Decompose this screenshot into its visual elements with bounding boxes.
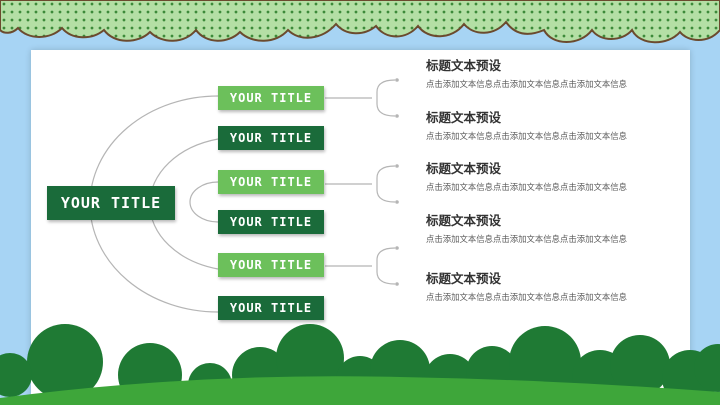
dotted-cloud <box>0 0 720 44</box>
text-block-1: 标题文本预设 点击添加文本信息点击添加文本信息点击添加文本信息 <box>426 58 636 91</box>
text-block-heading: 标题文本预设 <box>426 161 502 176</box>
bracket-dot <box>395 114 399 118</box>
bracket-dot <box>395 282 399 286</box>
main-title-box: YOUR TITLE <box>47 186 175 220</box>
bracket-1 <box>376 79 396 117</box>
text-block-3: 标题文本预设 点击添加文本信息点击添加文本信息点击添加文本信息 <box>426 161 636 194</box>
sub-title-box-6: YOUR TITLE <box>218 296 324 320</box>
sub-title-box-5: YOUR TITLE <box>218 253 324 277</box>
bracket-dot <box>395 78 399 82</box>
bracket-2 <box>376 165 396 203</box>
sub-title-box-2: YOUR TITLE <box>218 126 324 150</box>
text-block-heading: 标题文本预设 <box>426 213 502 228</box>
text-block-2: 标题文本预设 点击添加文本信息点击添加文本信息点击添加文本信息 <box>426 110 636 143</box>
text-block-description: 点击添加文本信息点击添加文本信息点击添加文本信息 <box>426 292 627 302</box>
sub-title-box-3: YOUR TITLE <box>218 170 324 194</box>
text-block-heading: 标题文本预设 <box>426 110 502 125</box>
sub-title-box-1: YOUR TITLE <box>218 86 324 110</box>
bracket-dot <box>395 164 399 168</box>
bracket-dot <box>395 246 399 250</box>
text-block-heading: 标题文本预设 <box>426 271 502 286</box>
text-block-description: 点击添加文本信息点击添加文本信息点击添加文本信息 <box>426 182 627 192</box>
bracket-dot <box>395 200 399 204</box>
sub-title-box-4: YOUR TITLE <box>218 210 324 234</box>
text-block-description: 点击添加文本信息点击添加文本信息点击添加文本信息 <box>426 131 627 141</box>
inner-arc <box>189 181 219 223</box>
grass-hill <box>0 376 720 405</box>
bracket-3 <box>376 247 396 285</box>
text-block-description: 点击添加文本信息点击添加文本信息点击添加文本信息 <box>426 234 627 244</box>
text-block-description: 点击添加文本信息点击添加文本信息点击添加文本信息 <box>426 79 627 89</box>
text-block-5: 标题文本预设 点击添加文本信息点击添加文本信息点击添加文本信息 <box>426 271 636 304</box>
text-block-heading: 标题文本预设 <box>426 58 502 73</box>
text-block-4: 标题文本预设 点击添加文本信息点击添加文本信息点击添加文本信息 <box>426 213 636 246</box>
